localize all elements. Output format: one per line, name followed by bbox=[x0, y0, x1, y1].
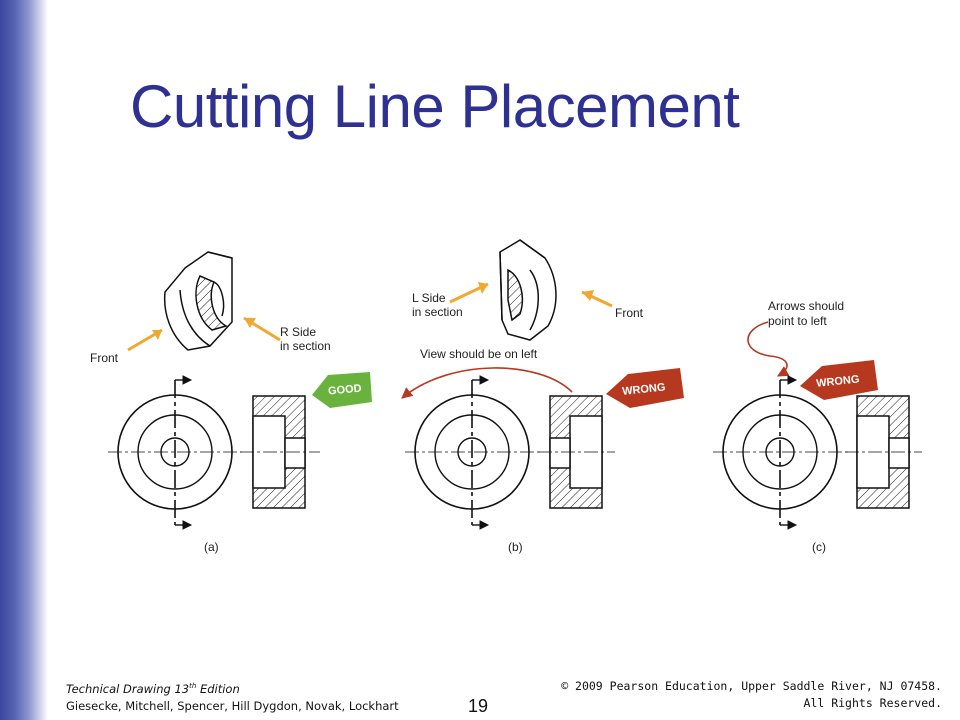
callout-arrow-c bbox=[747, 321, 790, 377]
wrong-badge-c: WRONG bbox=[800, 360, 878, 400]
decorative-side-bar bbox=[0, 0, 48, 720]
good-badge: GOOD bbox=[312, 372, 372, 408]
caption-b: (b) bbox=[508, 540, 523, 554]
copyright-line: © 2009 Pearson Education, Upper Saddle R… bbox=[561, 679, 942, 693]
panel-b-section-view bbox=[538, 395, 615, 509]
panel-a-front-view bbox=[108, 375, 242, 530]
caption-c: (c) bbox=[812, 540, 826, 554]
svg-text:WRONG: WRONG bbox=[622, 381, 666, 397]
panel-c-front-view bbox=[713, 375, 848, 530]
label-side-b-2: in section bbox=[412, 305, 463, 319]
svg-text:GOOD: GOOD bbox=[328, 383, 363, 398]
footer-book-title: Technical Drawing 13th Edition bbox=[66, 681, 240, 696]
panel-b-front-view bbox=[405, 375, 540, 530]
panel-c: Arrows should point to left WRONG (c) bbox=[713, 299, 922, 554]
wrong-badge-b: WRONG bbox=[606, 368, 684, 408]
footer-book-info: Technical Drawing 13th Edition Giesecke,… bbox=[66, 678, 399, 715]
panel-b-isometric-part bbox=[499, 239, 557, 341]
caption-a: (a) bbox=[204, 540, 219, 554]
label-side: R Side bbox=[280, 325, 316, 339]
page-number: 19 bbox=[468, 696, 489, 716]
rights-line: All Rights Reserved. bbox=[803, 696, 942, 710]
label-side-2: in section bbox=[280, 339, 331, 353]
note-c-2: point to left bbox=[768, 314, 827, 328]
panel-b: L Side in section Front View should be o… bbox=[401, 239, 684, 554]
footer-copyright: © 2009 Pearson Education, Upper Saddle R… bbox=[561, 678, 942, 712]
label-front-b: Front bbox=[615, 306, 644, 320]
panel-a: Front R Side in section GOOD (a) bbox=[90, 251, 372, 554]
footer-authors: Giesecke, Mitchell, Spencer, Hill Dygdon… bbox=[66, 698, 399, 713]
note-b: View should be on left bbox=[420, 347, 538, 361]
slide-title: Cutting Line Placement bbox=[130, 73, 740, 140]
svg-text:WRONG: WRONG bbox=[816, 373, 860, 389]
label-side-b: L Side bbox=[412, 291, 446, 305]
label-front: Front bbox=[90, 351, 119, 365]
panel-a-section-view bbox=[240, 395, 320, 509]
note-c-1: Arrows should bbox=[768, 299, 844, 313]
panel-c-section-view bbox=[845, 395, 922, 509]
panel-a-isometric-part bbox=[163, 251, 233, 351]
callout-arrow-b bbox=[401, 367, 573, 399]
